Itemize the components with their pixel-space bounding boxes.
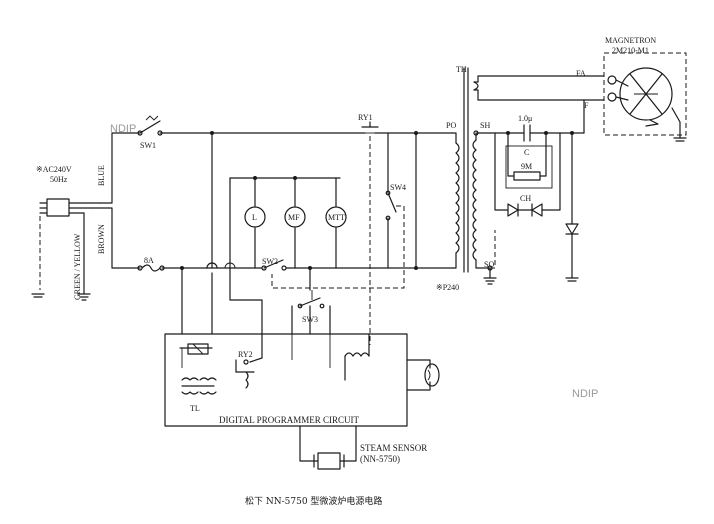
green-yellow-wire-label: GREEN / YELLOW <box>73 233 82 300</box>
programmer-label: DIGITAL PROGRAMMER CIRCUIT <box>219 415 359 425</box>
fa-terminal-label: FA <box>576 69 586 78</box>
brown-wire-label: BROWN <box>97 224 106 254</box>
ry1-label: RY1 <box>358 113 373 122</box>
resistor-label: 9M <box>521 162 532 171</box>
programmer-box <box>164 333 408 427</box>
fuse-8a <box>137 264 165 272</box>
ch-label: CH <box>520 194 531 203</box>
sw1-label: SW1 <box>140 141 156 150</box>
watermark-left: NDIP <box>110 123 136 135</box>
tl-label: TL <box>190 404 200 413</box>
f-terminal-label: F <box>584 101 589 110</box>
ac-voltage-label: ※AC240V <box>36 165 72 174</box>
thermistor <box>406 359 440 391</box>
magnetron-tube <box>583 52 687 142</box>
sh-label: SH <box>480 121 490 130</box>
ground-symbol-plug <box>31 212 91 301</box>
steam-sensor <box>299 425 357 470</box>
p240-label: ※P240 <box>436 283 459 292</box>
programmer-wiring <box>181 132 417 335</box>
watermark-right: NDIP <box>572 388 598 400</box>
sw3-label: SW3 <box>302 315 318 324</box>
mains-wiring <box>91 132 453 269</box>
fan-motor <box>284 206 306 228</box>
po-label: PO <box>446 121 456 130</box>
caption: 松下 NN-5750 型微波炉电源电路 <box>245 495 382 507</box>
hv-diodes <box>490 131 579 282</box>
switch-sw2 <box>261 259 287 271</box>
relay-contact-ry1 <box>361 121 379 345</box>
ground-symbol-so <box>473 130 497 285</box>
steam-sensor-label: STEAM SENSOR <box>360 443 427 453</box>
switch-sw3 <box>297 290 325 309</box>
ry2-label: RY2 <box>238 350 253 359</box>
th-label: TH <box>456 65 467 74</box>
ac-frequency-label: 50Hz <box>50 175 68 184</box>
so-label: SO <box>484 260 494 269</box>
lamp-label: L <box>252 213 257 222</box>
sw2-label: SW2 <box>262 257 278 266</box>
fan-motor-label: MF <box>288 213 300 222</box>
sw4-label: SW4 <box>390 183 406 192</box>
fuse-label: 8A <box>144 256 154 265</box>
blue-wire-label: BLUE <box>97 165 106 186</box>
capacitor-value-label: 1.0μ <box>518 114 532 123</box>
door-switch-sw1 <box>137 115 163 136</box>
steam-sensor-model-label: (NN-5750) <box>360 454 400 464</box>
turntable-motor-label: MTT <box>328 213 345 222</box>
magnetron-label: MAGNETRON <box>605 36 656 45</box>
magnetron-model-label: 2M210-M1 <box>612 46 649 55</box>
turntable-motor <box>325 206 347 228</box>
hv-transformer <box>451 67 585 273</box>
power-plug <box>39 198 101 290</box>
capacitor-label: C <box>524 148 529 157</box>
switch-sw4 <box>271 132 405 289</box>
load-bus <box>229 176 341 269</box>
oven-lamp <box>244 206 266 228</box>
hv-capacitor-network <box>489 124 585 189</box>
